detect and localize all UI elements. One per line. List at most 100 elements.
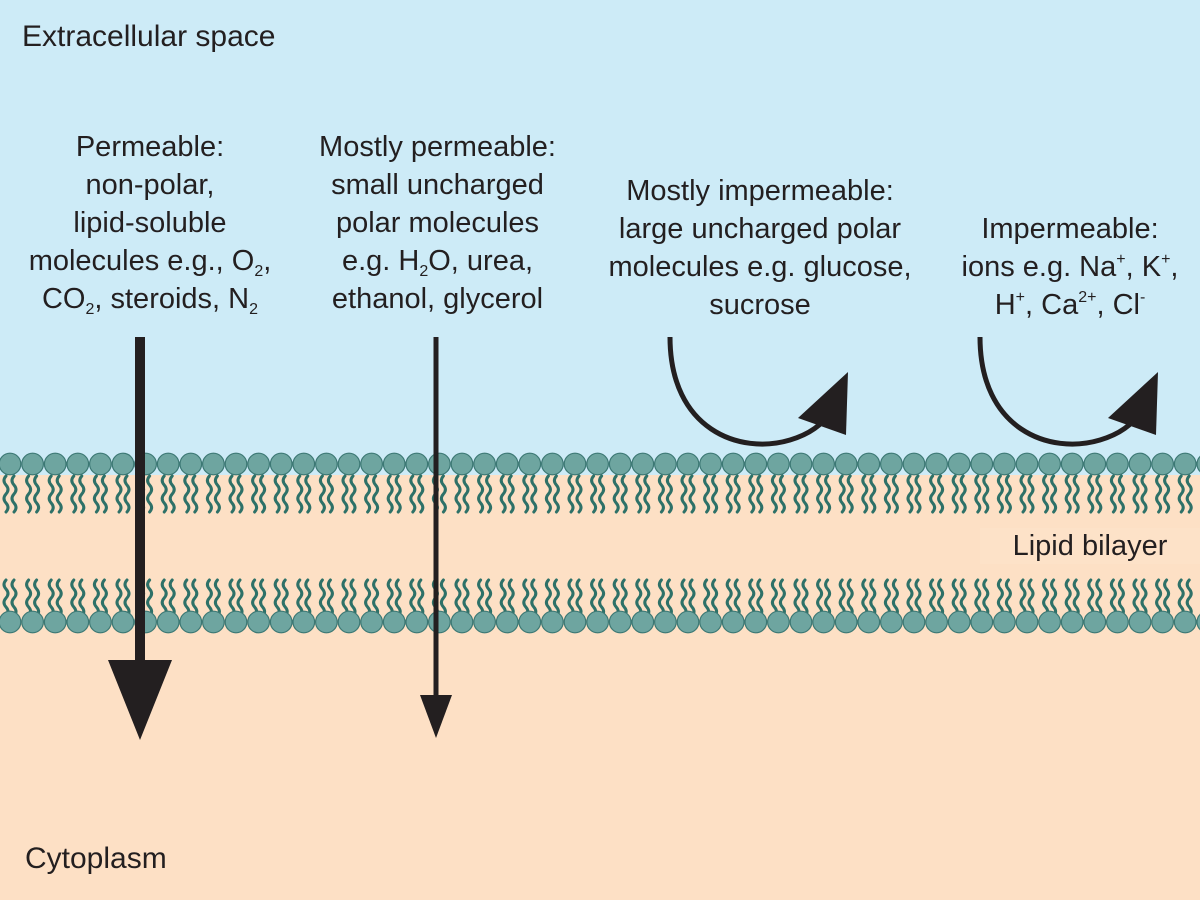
- category-heading: Impermeable:: [981, 213, 1159, 245]
- phospholipid-head: [405, 452, 429, 476]
- phospholipid-head: [269, 610, 293, 634]
- phospholipid-head: [947, 452, 971, 476]
- phospholipid-head: [111, 610, 135, 634]
- category-heading: Mostly permeable:: [319, 131, 556, 163]
- phospholipid-head: [224, 610, 248, 634]
- phospholipid-head: [1060, 452, 1084, 476]
- mostly-permeable-arrow: [420, 337, 452, 738]
- phospholipid-head: [1060, 610, 1084, 634]
- phospholipid-head: [767, 452, 790, 476]
- phospholipid-head: [473, 610, 497, 634]
- example-line: large uncharged polar: [618, 213, 902, 245]
- phospholipid-head: [699, 452, 722, 476]
- phospholipid-head: [608, 610, 632, 634]
- phospholipid-head: [834, 452, 858, 476]
- phospholipid-head: [812, 452, 835, 476]
- phospholipid-head: [1128, 452, 1152, 476]
- phospholipid-head: [993, 610, 1016, 634]
- example-line: e.g. H2O, urea,: [341, 245, 534, 280]
- phospholipid-head: [789, 610, 813, 634]
- phospholipid-head: [111, 452, 135, 476]
- phospholipid-head: [767, 610, 790, 634]
- phospholipid-head: [721, 452, 745, 476]
- example-line: ethanol, glycerol: [331, 283, 544, 315]
- phospholipid-head: [654, 610, 677, 634]
- lipid-bilayer-label: Lipid bilayer: [980, 528, 1200, 564]
- phospholipid-head: [631, 610, 655, 634]
- phospholipid-head: [66, 610, 90, 634]
- example-line: non-polar,: [85, 169, 215, 201]
- example-line: lipid-soluble: [73, 207, 227, 239]
- phospholipid-head: [269, 452, 293, 476]
- phospholipid-head: [201, 610, 225, 634]
- mostly-impermeable-description: Mostly impermeable: large uncharged pola…: [600, 172, 920, 324]
- phospholipid-head: [608, 452, 632, 476]
- phospholipid-head: [201, 452, 225, 476]
- phospholipid-head: [654, 452, 677, 476]
- phospholipid-head: [1173, 452, 1197, 476]
- phospholipid-head: [1196, 455, 1200, 473]
- phospholipid-head: [360, 452, 384, 476]
- phospholipid-head: [224, 452, 248, 476]
- phospholipid-head: [586, 610, 609, 634]
- example-line: CO2, steroids, N2: [41, 283, 259, 318]
- cytoplasm-label: Cytoplasm: [25, 842, 167, 875]
- phospholipid-head: [586, 452, 609, 476]
- phospholipid-head: [812, 610, 835, 634]
- phospholipid-head: [1105, 610, 1129, 634]
- category-examples: ions e.g. Na+, K+, H+, Ca2+, Cl-: [945, 248, 1195, 324]
- phospholipid-head: [247, 610, 271, 634]
- phospholipid-head: [1128, 610, 1152, 634]
- phospholipid-head: [1083, 610, 1107, 634]
- example-line: H+, Ca2+, Cl-: [994, 289, 1146, 321]
- transport-arrows: [108, 336, 1158, 740]
- phospholipid-head: [360, 610, 384, 634]
- phospholipid-head: [1083, 452, 1107, 476]
- example-line: ions e.g. Na+, K+,: [961, 251, 1179, 283]
- category-heading: Permeable:: [75, 131, 225, 163]
- phospholipid-head: [292, 610, 316, 634]
- phospholipid-head: [428, 452, 451, 476]
- phospholipid-head: [495, 610, 519, 634]
- phospholipid-head: [405, 610, 429, 634]
- phospholipid-head: [518, 610, 542, 634]
- phospholipid-head: [744, 610, 768, 634]
- phospholipid-head: [88, 452, 112, 476]
- phospholipid-head: [947, 610, 971, 634]
- phospholipid-head: [315, 452, 338, 476]
- phospholipid-head: [1015, 610, 1039, 634]
- impermeable-description: Impermeable: ions e.g. Na+, K+, H+, Ca2+,…: [945, 210, 1195, 324]
- phospholipid-head: [563, 610, 587, 634]
- extracellular-label: Extracellular space: [22, 20, 276, 53]
- phospholipid-head: [88, 610, 112, 634]
- impermeable-arrow: [977, 336, 1158, 447]
- phospholipid-head: [179, 452, 203, 476]
- phospholipid-head: [428, 610, 451, 634]
- mostly-impermeable-arrow: [667, 336, 848, 447]
- phospholipid-head: [834, 610, 858, 634]
- phospholipid-head: [1151, 610, 1174, 634]
- phospholipid-head: [563, 452, 587, 476]
- phospholipid-head: [315, 610, 338, 634]
- phospholipid-head: [43, 610, 67, 634]
- phospholipid-head: [857, 452, 881, 476]
- phospholipid-head: [156, 610, 180, 634]
- phospholipid-head: [970, 610, 994, 634]
- phospholipid-head: [43, 452, 67, 476]
- phospholipid-head: [1038, 452, 1061, 476]
- phospholipid-head: [66, 452, 90, 476]
- example-line: molecules e.g. glucose,: [608, 251, 912, 283]
- phospholipid-head: [880, 610, 903, 634]
- phospholipid-head: [21, 610, 44, 634]
- phospholipid-head: [382, 610, 406, 634]
- phospholipid-head: [0, 610, 22, 634]
- phospholipid-head: [382, 452, 406, 476]
- example-line: polar molecules: [335, 207, 540, 239]
- phospholipid-head: [495, 452, 519, 476]
- phospholipid-head: [880, 452, 903, 476]
- phospholipid-head: [744, 452, 768, 476]
- example-line: sucrose: [709, 289, 811, 321]
